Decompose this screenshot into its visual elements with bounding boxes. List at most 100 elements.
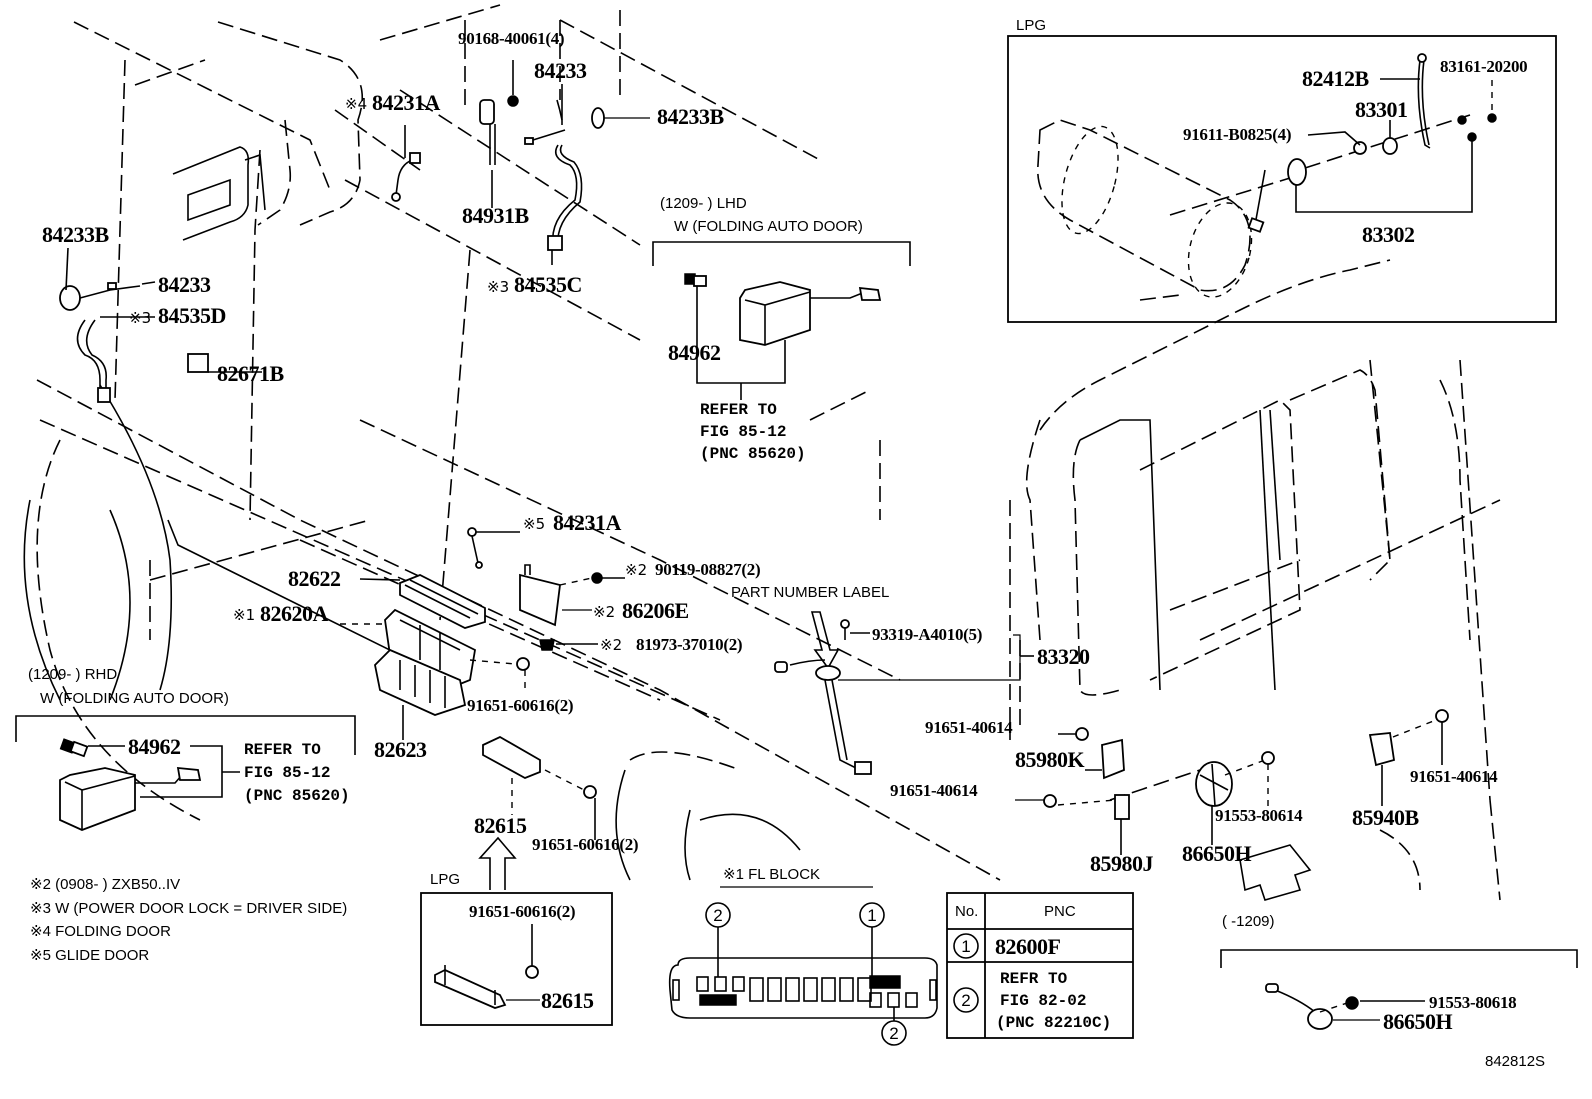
cable-84931B (479, 99, 496, 208)
harness-84535D (76, 316, 155, 403)
label-82615: 82615 (474, 813, 527, 838)
label-84233B-left: 84233B (42, 222, 110, 247)
bracket-82615 (482, 735, 597, 840)
sensor-85980K (1058, 727, 1125, 780)
marker-note-2-c: ※2 (600, 636, 622, 654)
label-82622: 82622 (288, 566, 341, 591)
rhd-refer-line2: FIG 85-12 (244, 764, 330, 782)
fuel-sender-83320 (774, 611, 1034, 775)
label-85980J: 85980J (1090, 851, 1154, 876)
fuse-block-base-82623 (374, 648, 467, 740)
label-84231A-top: 84231A (372, 90, 441, 115)
switch-84233B-top (591, 107, 650, 129)
lhd-refer-line2: FIG 85-12 (700, 423, 786, 441)
fuse-block-cover-82622 (359, 574, 486, 629)
label-85980K: 85980K (1015, 747, 1085, 772)
early-period: ( -1209) (1222, 913, 1275, 930)
early-bolt-91553-80618: 91553-80618 (1429, 993, 1516, 1012)
marker-note-3-b: ※3 (129, 309, 151, 327)
pnc-row1-value: 82600F (995, 934, 1061, 959)
label-91611-B0825: 91611-B0825(4) (1183, 125, 1291, 144)
fl-block-diagram: ※1 FL BLOCK 2 1 2 (668, 866, 938, 1046)
marker-note-4: ※4 (345, 95, 367, 113)
label-82671B: 82671B (217, 361, 285, 386)
harness-84231A-top (391, 125, 421, 202)
fl-block-title: ※1 FL BLOCK (723, 866, 820, 883)
footnote-4: ※4 FOLDING DOOR (30, 923, 171, 940)
harness-84231A-mid (467, 527, 520, 569)
sensor-85940B (1368, 709, 1449, 806)
rhd-period: (1209- ) RHD (28, 666, 117, 683)
label-84233-top: 84233 (534, 58, 587, 83)
label-83302: 83302 (1362, 222, 1415, 247)
label-86206E: 86206E (622, 598, 689, 623)
lhd-refer-line1: REFER TO (700, 401, 777, 419)
early-part-86650H: 86650H (1383, 1009, 1453, 1034)
label-91651-40614-b: 91651-40614 (890, 781, 978, 800)
rhd-part-84962: 84962 (128, 734, 181, 759)
fl-callout-2-bottom: 2 (889, 1024, 898, 1043)
rhd-condition: W (FOLDING AUTO DOOR) (40, 690, 229, 707)
rhd-refer-line3: (PNC 85620) (244, 787, 350, 805)
lhd-folding-door-group: (1209- ) LHD W (FOLDING AUTO DOOR) 84962… (652, 195, 911, 463)
label-84233B-top: 84233B (657, 104, 725, 129)
screw-90168 (507, 60, 519, 107)
label-91651-60616-a: 91651-60616(2) (467, 696, 573, 715)
label-84233-left: 84233 (158, 272, 211, 297)
label-84535C: 84535C (514, 272, 582, 297)
pnc-header-no: No. (955, 903, 978, 920)
label-81973-37010: 81973-37010(2) (636, 635, 742, 654)
label-83320: 83320 (1037, 644, 1090, 669)
fuse-slots (696, 975, 918, 1008)
lpg-bracket-title: LPG (430, 871, 460, 888)
rhd-folding-door-group: (1209- ) RHD W (FOLDING AUTO DOOR) 84962… (15, 666, 356, 831)
label-91651-40614-a: 91651-40614 (925, 718, 1013, 737)
lhd-period: (1209- ) LHD (660, 195, 747, 212)
label-83161-20200: 83161-20200 (1440, 57, 1527, 76)
rhd-refer-line1: REFER TO (244, 741, 321, 759)
marker-note-3-a: ※3 (487, 278, 509, 296)
label-91553-80614: 91553-80614 (1215, 806, 1303, 825)
marker-note-5: ※5 (523, 515, 545, 533)
lpg-tank-frame (1007, 35, 1557, 323)
label-84535D: 84535D (158, 303, 226, 328)
pnc-row2-no: 2 (961, 991, 970, 1010)
sensor-85980J (1015, 794, 1130, 855)
lpg-bracket-inset: LPG 91651-60616(2) 82615 (420, 871, 613, 1026)
footnote-2: ※2 (0908- ) ZXB50..IV (30, 876, 180, 893)
lpg-tank-group: LPG 82412B 83161-20200 83301 91611-B0825… (1007, 17, 1557, 323)
lhd-refer-line3: (PNC 85620) (700, 445, 806, 463)
label-84231A-mid: 84231A (553, 510, 622, 535)
early-model-group: ( -1209) 91553-80618 86650H (1220, 913, 1578, 1034)
label-84931B: 84931B (462, 203, 530, 228)
lpg-bracket-bolt: 91651-60616(2) (469, 902, 575, 921)
label-82620A: 82620A (260, 601, 329, 626)
switch-84233-top (524, 84, 566, 145)
fl-callout-2-top: 2 (713, 906, 722, 925)
switch-84233-left (79, 281, 156, 299)
clip-81973 (539, 639, 598, 651)
bracket-82671B (187, 353, 262, 373)
lhd-condition: W (FOLDING AUTO DOOR) (674, 218, 863, 235)
switch-86650H (1195, 751, 1312, 901)
label-86650H: 86650H (1182, 841, 1252, 866)
label-82623: 82623 (374, 737, 427, 762)
harness-84535C (547, 144, 583, 265)
lpg-tank-title: LPG (1016, 17, 1046, 34)
relay-86206E (519, 564, 625, 627)
marker-note-2-b: ※2 (593, 603, 615, 621)
label-93319-A4010: 93319-A4010(5) (872, 625, 982, 644)
pnc-row2-line3: (PNC 82210C) (996, 1014, 1111, 1032)
label-83301: 83301 (1355, 97, 1408, 122)
pnc-header-pnc: PNC (1044, 903, 1076, 920)
marker-note-1: ※1 (233, 606, 255, 624)
label-90168-40061: 90168-40061(4) (458, 29, 564, 48)
pnc-row1-no: 1 (961, 937, 970, 956)
lhd-part-84962: 84962 (668, 340, 721, 365)
label-82412B: 82412B (1302, 66, 1370, 91)
pnc-row2-line2: FIG 82-02 (1000, 992, 1086, 1010)
footnote-3: ※3 W (POWER DOOR LOCK = DRIVER SIDE) (30, 900, 347, 917)
label-90119-08827: 90119-08827(2) (655, 560, 760, 579)
arrow-up-to-82615 (478, 836, 517, 890)
